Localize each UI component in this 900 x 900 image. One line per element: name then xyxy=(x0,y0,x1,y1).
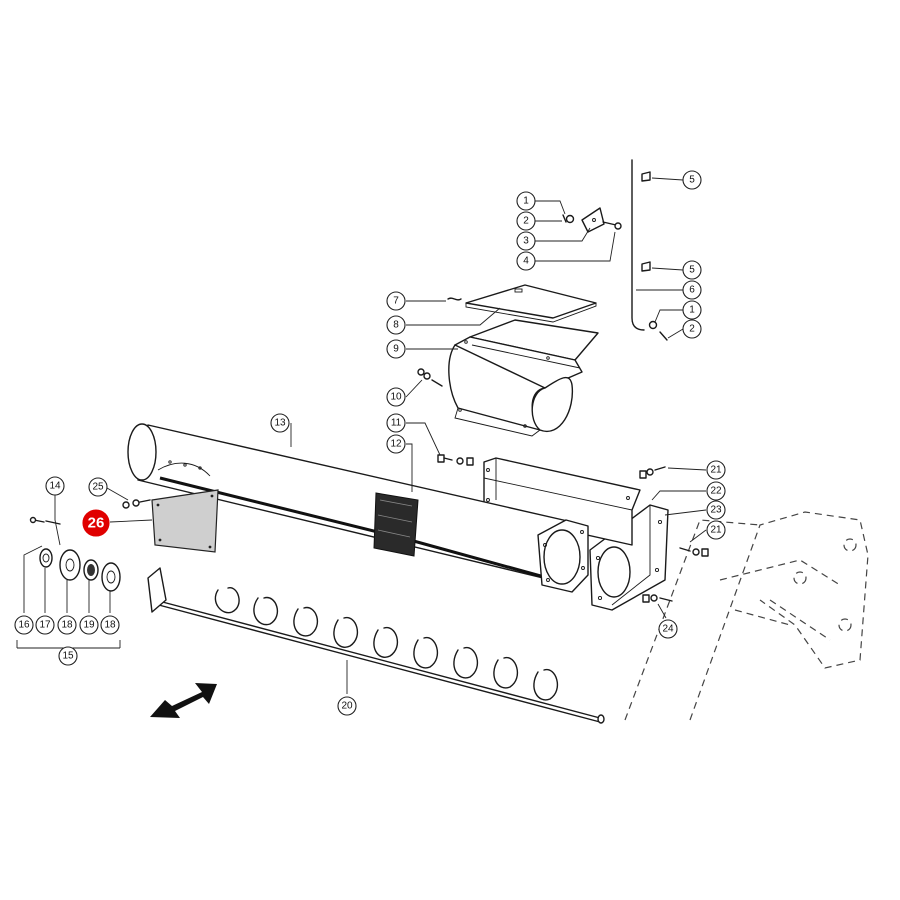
callout-label: 21 xyxy=(710,525,722,536)
callout-label: 17 xyxy=(39,620,51,631)
leader-lines xyxy=(23,177,707,694)
callout-label: 19 xyxy=(83,620,95,631)
callout-9: 9 xyxy=(386,339,406,359)
callout-21b: 21 xyxy=(706,520,726,540)
callout-label: 12 xyxy=(390,439,402,450)
callout-label: 5 xyxy=(689,265,695,276)
callout-label: 20 xyxy=(341,701,353,712)
callout-label: 21 xyxy=(710,465,722,476)
callout-label: 10 xyxy=(390,392,402,403)
callout-18b: 18 xyxy=(100,615,120,635)
callout-label: 26 xyxy=(88,515,105,532)
callout-label: 7 xyxy=(393,296,399,307)
callout-21a: 21 xyxy=(706,460,726,480)
callout-label: 8 xyxy=(393,320,399,331)
bearing-assembly xyxy=(16,516,121,656)
callout-25: 25 xyxy=(88,477,108,497)
callout-label: 23 xyxy=(710,505,722,516)
callout-label: 1 xyxy=(689,305,695,316)
callout-label: 16 xyxy=(18,620,30,631)
fasteners xyxy=(122,368,709,603)
callout-label: 6 xyxy=(689,285,695,296)
callout-8: 8 xyxy=(386,315,406,335)
callout-label: 4 xyxy=(523,256,529,267)
callout-label: 15 xyxy=(62,651,74,662)
callout-22: 22 xyxy=(706,481,726,501)
callout-15: 15 xyxy=(58,646,78,666)
callout-18a: 18 xyxy=(57,615,77,635)
callout-16: 16 xyxy=(14,615,34,635)
callout-6: 6 xyxy=(682,280,702,300)
callout-label: 5 xyxy=(689,175,695,186)
callout-4: 4 xyxy=(516,251,536,271)
callout-label: 13 xyxy=(274,418,286,429)
callout-label: 2 xyxy=(689,324,695,335)
callout-23: 23 xyxy=(706,500,726,520)
callout-17: 17 xyxy=(35,615,55,635)
callout-label: 9 xyxy=(393,344,399,355)
inspection-cover xyxy=(151,489,219,553)
feed-direction-arrow xyxy=(150,683,217,718)
callout-13: 13 xyxy=(270,413,290,433)
callout-19: 19 xyxy=(79,615,99,635)
callout-11: 11 xyxy=(386,413,406,433)
callout-5a: 5 xyxy=(682,170,702,190)
callout-3: 3 xyxy=(516,231,536,251)
callout-label: 11 xyxy=(391,418,402,429)
callout-label: 24 xyxy=(662,624,674,635)
callout-24: 24 xyxy=(658,619,678,639)
callout-26-highlighted: 26 xyxy=(82,509,110,537)
callout-1a: 1 xyxy=(516,191,536,211)
hopper-assembly xyxy=(448,284,599,437)
callout-label: 14 xyxy=(49,481,61,492)
callout-label: 18 xyxy=(61,620,73,631)
callout-2b: 2 xyxy=(682,319,702,339)
bracket-plate xyxy=(589,504,669,611)
frame-section-dashed xyxy=(624,511,869,721)
callout-14: 14 xyxy=(45,476,65,496)
callout-12: 12 xyxy=(386,434,406,454)
callout-label: 18 xyxy=(104,620,116,631)
auger-flighting xyxy=(147,567,605,724)
callout-label: 2 xyxy=(523,216,529,227)
callout-2a: 2 xyxy=(516,211,536,231)
callout-7: 7 xyxy=(386,291,406,311)
auger-tube xyxy=(127,423,589,593)
callout-label: 3 xyxy=(523,236,529,247)
control-rod xyxy=(447,159,668,341)
callout-10: 10 xyxy=(386,387,406,407)
callout-label: 25 xyxy=(92,482,104,493)
callout-label: 22 xyxy=(710,486,722,497)
callout-5b: 5 xyxy=(682,260,702,280)
callout-20: 20 xyxy=(337,696,357,716)
callout-1b: 1 xyxy=(682,300,702,320)
callout-label: 1 xyxy=(523,196,529,207)
flight-turns xyxy=(214,587,559,701)
